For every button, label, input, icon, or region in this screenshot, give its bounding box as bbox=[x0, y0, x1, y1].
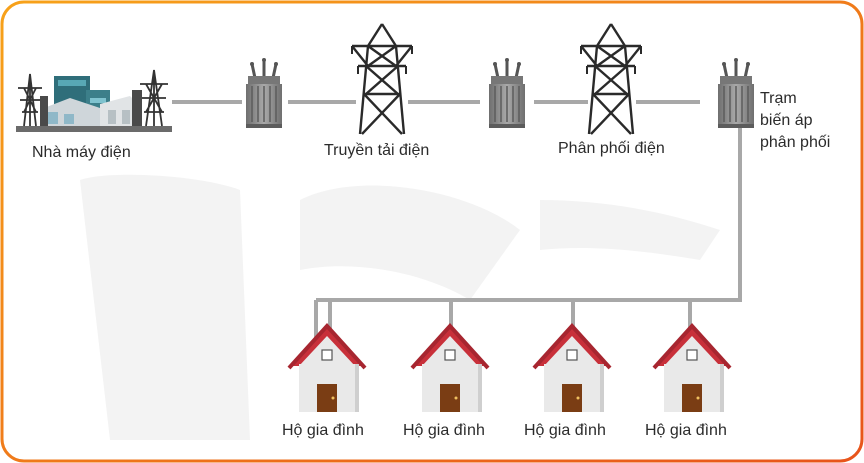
substation-label: Trạm biến áp phân phối bbox=[760, 88, 860, 154]
power-plant-icon bbox=[16, 69, 172, 132]
household-1-label: Hộ gia đình bbox=[282, 422, 364, 439]
substation-label-line3: phân phối bbox=[760, 134, 831, 151]
household-4-label: Hộ gia đình bbox=[645, 422, 727, 439]
substation-label-line2: biến áp bbox=[760, 112, 813, 129]
transmission-label: Truyền tải điện bbox=[324, 142, 430, 159]
watermark-logo bbox=[80, 174, 720, 440]
substation-label-line1: Trạm bbox=[760, 90, 797, 107]
household-2-label: Hộ gia đình bbox=[403, 422, 485, 439]
household-3-label: Hộ gia đình bbox=[524, 422, 606, 439]
distribution-label: Phân phối điện bbox=[558, 140, 665, 157]
power-lines bbox=[172, 100, 742, 340]
power-plant-label: Nhà máy điện bbox=[32, 144, 131, 161]
